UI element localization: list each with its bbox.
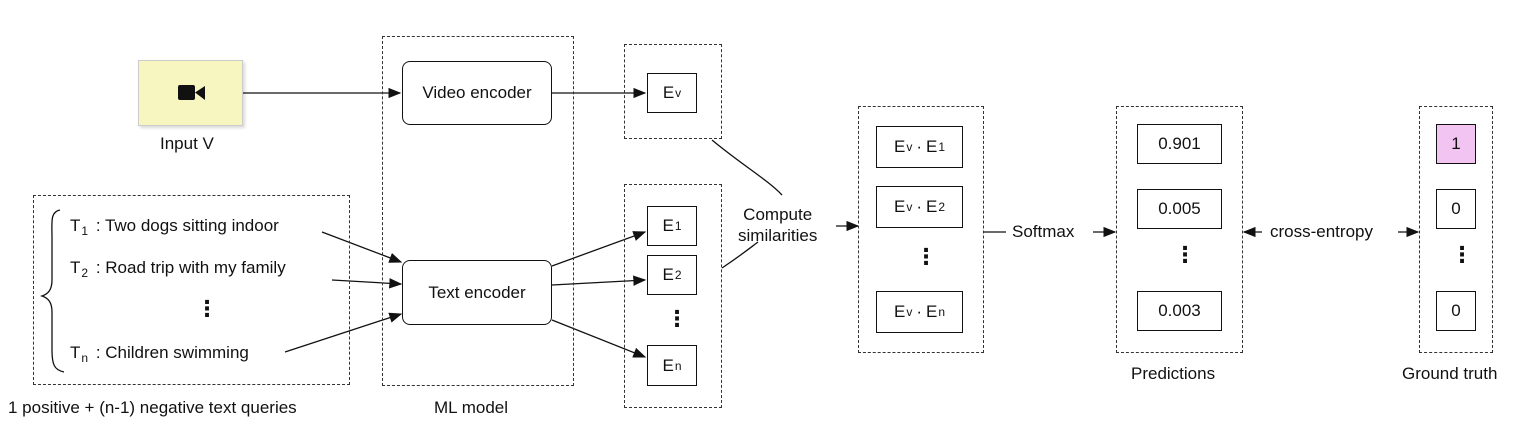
- compute-label-line1: Compute: [743, 205, 813, 224]
- query-brace: [39, 209, 65, 373]
- compute-label-line2: similarities: [738, 226, 818, 245]
- similarity-group: [858, 106, 984, 353]
- embedding-subscript: 1: [674, 219, 682, 233]
- similarity-right: E: [925, 197, 938, 216]
- similarity-right-sub: 2: [938, 200, 946, 214]
- compute-similarities-label: Compute similarities: [738, 204, 817, 246]
- ground-truth-box-positive: 1: [1436, 124, 1476, 164]
- query-subscript: 1: [81, 224, 89, 238]
- embedding-base: E: [662, 83, 675, 102]
- embedding-subscript: v: [675, 86, 682, 100]
- curve-text-emb-to-compute: [721, 241, 759, 269]
- arrow-t1-to-text-encoder: [321, 231, 403, 263]
- similarity-right-sub: n: [938, 305, 946, 319]
- similarity-right-sub: 1: [938, 140, 946, 154]
- softmax-label: Softmax: [1012, 222, 1075, 241]
- similarity-right: E: [925, 302, 938, 321]
- ml-model-group: [382, 36, 574, 386]
- embedding-base: E: [662, 265, 674, 284]
- query-list-caption: 1 positive + (n-1) negative text queries: [8, 398, 297, 417]
- curve-ev-to-compute: [711, 139, 783, 196]
- similarity-right: E: [925, 137, 938, 156]
- similarity-left-sub: v: [906, 200, 913, 214]
- query-token: T: [70, 258, 81, 277]
- cross-entropy-label: cross-entropy: [1270, 222, 1373, 241]
- similarity-left: E: [893, 197, 906, 216]
- similarity-ellipsis: ⋮: [915, 244, 937, 269]
- arrow-t2-to-text-encoder: [331, 278, 403, 289]
- ml-model-caption: ML model: [434, 398, 509, 417]
- arrow-text-encoder-to-en: [551, 319, 647, 358]
- query-ellipsis: ⋮: [196, 296, 218, 321]
- prediction-box: 0.005: [1137, 189, 1222, 229]
- query-item: T1 : Two dogs sitting indoor: [70, 216, 279, 238]
- embedding-subscript: 2: [674, 268, 682, 282]
- similarity-left-sub: v: [906, 305, 913, 319]
- dot-operator: ·: [916, 137, 922, 156]
- embedding-ellipsis: ⋮: [666, 306, 688, 331]
- input-video-label: Input V: [160, 134, 214, 153]
- video-embedding-group: [624, 44, 722, 139]
- prediction-box: 0.003: [1137, 291, 1222, 331]
- video-encoder-box: Video encoder: [402, 61, 552, 125]
- query-text: : Two dogs sitting indoor: [95, 216, 279, 235]
- ground-truth-ellipsis: ⋮: [1451, 242, 1473, 267]
- video-camera-icon: [178, 85, 205, 100]
- query-token: T: [70, 216, 81, 235]
- similarity-left-sub: v: [906, 140, 913, 154]
- similarity-left: E: [893, 302, 906, 321]
- query-token: T: [70, 343, 81, 362]
- ground-truth-caption: Ground truth: [1402, 364, 1498, 383]
- text-encoder-box: Text encoder: [402, 260, 552, 325]
- predictions-caption: Predictions: [1131, 364, 1216, 383]
- dot-operator: ·: [916, 302, 922, 321]
- query-list-group: [33, 195, 350, 385]
- embedding-subscript: n: [674, 358, 682, 373]
- prediction-ellipsis: ⋮: [1174, 242, 1196, 267]
- query-subscript: 2: [81, 266, 89, 280]
- arrow-text-encoder-to-e1: [551, 231, 647, 267]
- query-text: : Children swimming: [95, 343, 249, 362]
- query-item: Tn : Children swimming: [70, 343, 249, 365]
- ground-truth-box: 0: [1436, 291, 1476, 331]
- dot-operator: ·: [916, 197, 922, 216]
- text-embedding-group: [624, 184, 722, 408]
- arrow-text-encoder-to-e2: [551, 275, 647, 286]
- predictions-group: [1116, 106, 1243, 353]
- prediction-box: 0.901: [1137, 124, 1222, 164]
- ground-truth-box: 0: [1436, 189, 1476, 229]
- ground-truth-group: [1419, 106, 1493, 353]
- similarity-left: E: [893, 137, 906, 156]
- query-text: : Road trip with my family: [95, 258, 286, 277]
- embedding-base: E: [662, 216, 674, 235]
- query-subscript: n: [81, 351, 89, 365]
- embedding-base: E: [662, 355, 674, 375]
- arrow-tn-to-text-encoder: [284, 312, 403, 353]
- query-item: T2 : Road trip with my family: [70, 258, 286, 280]
